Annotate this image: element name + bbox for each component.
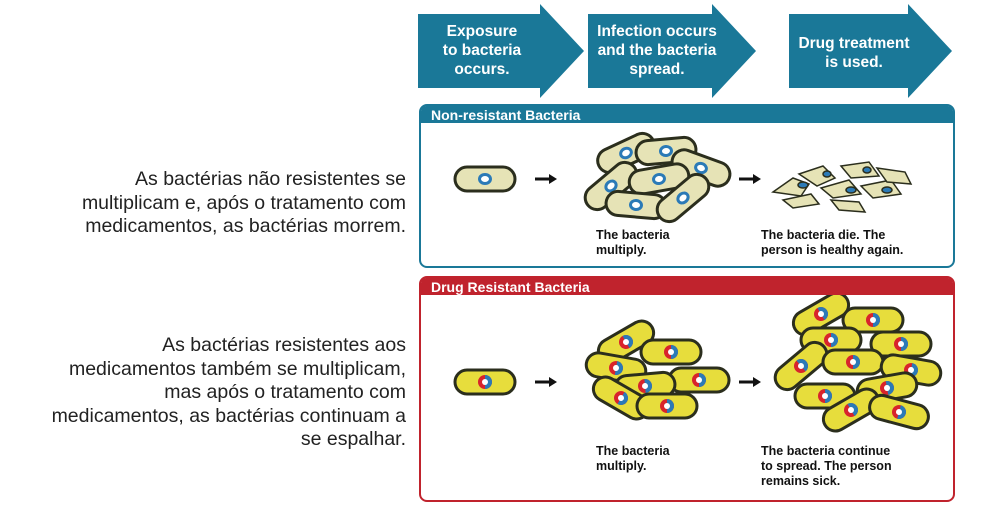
non-resistant-title: Non-resistant Bacteria xyxy=(421,106,953,123)
caption-multiply: The bacteria multiply. xyxy=(596,444,670,473)
description-line: medicamentos também se multiplicam, xyxy=(68,357,406,380)
stage-label-treatment: Drug treatment is used. xyxy=(798,35,910,71)
arrow-icon xyxy=(739,174,761,184)
stage-arrows xyxy=(418,4,952,98)
description-line: multiplicam e, após o tratamento com xyxy=(81,191,406,214)
caption-result: The bacteria die. The person is healthy … xyxy=(761,228,904,257)
stage-arrow-infection xyxy=(588,4,756,98)
resistant-bacteria-cluster xyxy=(582,315,731,425)
bacteria-cluster xyxy=(578,127,735,228)
arrow-icon xyxy=(535,174,557,184)
description-line: se espalhar. xyxy=(300,428,406,450)
bacterium-cell xyxy=(453,165,517,193)
resistant-bacterium-cell xyxy=(453,368,517,396)
caption-multiply: The bacteria multiply. xyxy=(596,228,670,257)
non-resistant-description: As bactérias não resistentes se multipli… xyxy=(82,168,406,239)
resistant-bacteria-spread xyxy=(768,287,945,437)
stage-arrow-exposure xyxy=(418,4,584,98)
caption-result: The bacteria continue to spread. The per… xyxy=(761,444,892,488)
resistant-title: Drug Resistant Bacteria xyxy=(421,278,953,295)
stage-label-exposure: Exposure to bacteria occurs. xyxy=(442,23,522,78)
description-line: As bactérias não resistentes se xyxy=(135,168,406,190)
resistant-illustration xyxy=(453,287,945,437)
non-resistant-illustration xyxy=(453,127,913,228)
description-line: As bactérias resistentes aos xyxy=(162,334,406,356)
resistant-description: As bactérias resistentes aos medicamento… xyxy=(52,334,406,452)
description-line: medicamentos, as bactérias continuam a xyxy=(51,404,406,427)
resistant-panel: Drug Resistant Bacteria The bacteria mul… xyxy=(419,276,955,502)
stage-arrow-treatment xyxy=(789,4,952,98)
dead-bacteria xyxy=(771,161,913,213)
description-line: medicamentos, as bactérias morrem. xyxy=(85,215,406,237)
non-resistant-panel: Non-resistant Bacteria The bacteria mult… xyxy=(419,104,955,268)
stage-label-infection: Infection occurs and the bacteria spread… xyxy=(597,23,717,78)
description-line: mas após o tratamento com xyxy=(164,381,406,403)
arrow-icon xyxy=(535,377,557,387)
arrow-icon xyxy=(739,377,761,387)
